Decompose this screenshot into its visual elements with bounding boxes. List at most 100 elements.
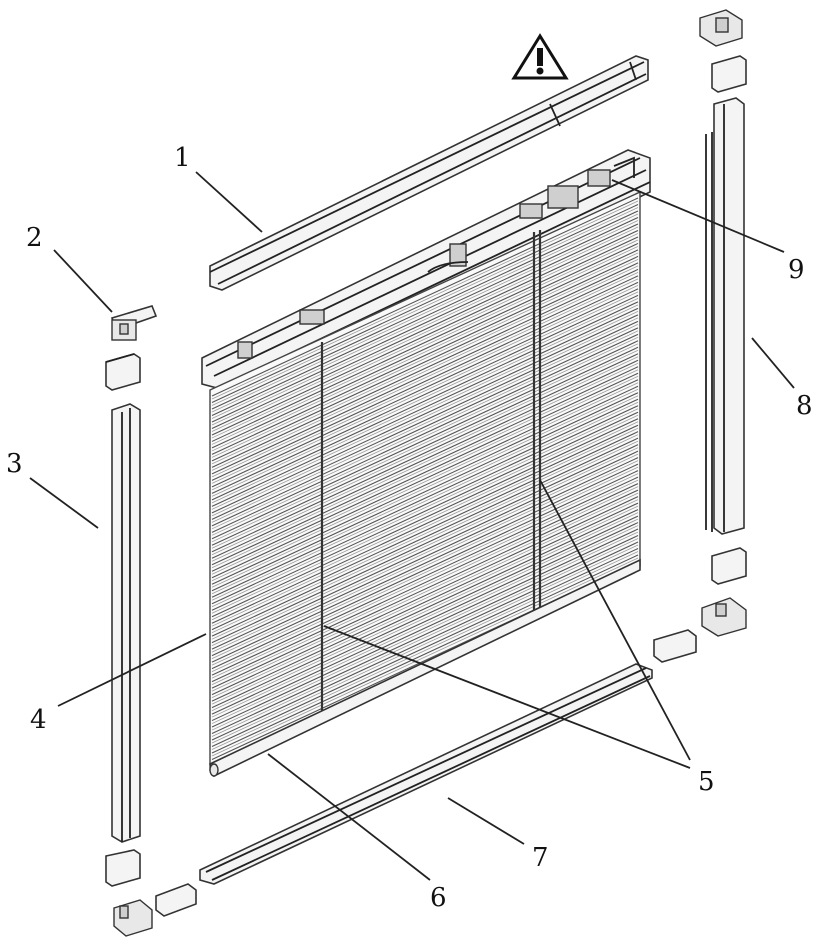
slat-line (211, 229, 639, 429)
slat-shadow (211, 408, 639, 608)
slat-line (211, 424, 639, 624)
left-top-cap (105, 353, 141, 391)
slat-shadow (211, 499, 639, 698)
label-9: 9 (788, 255, 805, 285)
slat-shadow (211, 440, 639, 640)
slat-shadow (211, 233, 639, 432)
slat-line (211, 268, 639, 468)
slat-line (211, 437, 639, 637)
slat-line (211, 333, 639, 533)
slat-shadow (211, 200, 639, 400)
slat-line (211, 541, 639, 741)
bottom-profile (199, 663, 653, 885)
slat-line (211, 203, 639, 403)
label-8: 8 (796, 391, 813, 421)
warning-triangle-icon (511, 33, 569, 80)
slat-shadow (211, 388, 639, 588)
slat-shadow (211, 551, 639, 750)
slat-shadow (211, 531, 639, 731)
slat-shadow (211, 466, 639, 666)
label-2: 2 (26, 223, 43, 253)
slat-shadow (211, 401, 639, 601)
slat-line (211, 476, 639, 676)
slat-line (211, 372, 639, 572)
left-bottom-bracket (113, 899, 153, 937)
slat-line (211, 242, 639, 442)
left-bottom-cap (105, 849, 141, 887)
slat-line (211, 450, 639, 650)
slat-line (211, 379, 639, 579)
slat-line (211, 502, 639, 702)
slat-shadow (211, 525, 639, 724)
slat-line (211, 509, 639, 709)
slat-line (211, 314, 639, 514)
slat-shadow (211, 207, 639, 406)
slat-shadow (211, 323, 639, 523)
right-top-cap (711, 55, 747, 93)
slat-shadow (211, 505, 639, 705)
slat-shadow (211, 220, 639, 419)
slat-line (211, 385, 639, 585)
left-top-bracket (110, 305, 158, 341)
slat-shadow (211, 246, 639, 445)
slat-line (211, 301, 639, 501)
label-1: 1 (174, 143, 191, 173)
slat-shadow (211, 356, 639, 556)
slat-shadow (211, 421, 639, 621)
slat-line (211, 418, 639, 618)
slat-shadow (211, 369, 639, 569)
slat-shadow (211, 447, 639, 647)
label-3: 3 (6, 449, 23, 479)
slat-shadow (211, 259, 639, 458)
bottom-rail (209, 558, 641, 778)
slat-shadow (211, 317, 639, 517)
slat-line (211, 489, 639, 689)
slat-line (211, 236, 639, 436)
slat-shadow (211, 538, 639, 737)
slat-shadow (211, 473, 639, 672)
slat-shadow (211, 265, 639, 465)
slat-shadow (211, 518, 639, 718)
slat-line (211, 528, 639, 728)
slat-line (211, 392, 639, 592)
slat-line (211, 554, 639, 754)
slat-line (211, 223, 639, 423)
slat-line (211, 398, 639, 598)
slat-line (211, 366, 639, 566)
slat-shadow (211, 226, 639, 426)
slat-shadow (211, 213, 639, 413)
slat-line (211, 522, 639, 722)
slat-shadow (211, 304, 639, 504)
slat-shadow (211, 460, 639, 660)
slat-line (211, 307, 639, 507)
slat-shadow (211, 395, 639, 595)
slat-line (211, 216, 639, 416)
slat-shadow (211, 362, 639, 562)
slat-shadow (211, 252, 639, 452)
slat-line (211, 457, 639, 657)
slat-line (211, 262, 639, 462)
slat-line (211, 353, 639, 553)
slat-shadow (211, 310, 639, 510)
slat-line (211, 281, 639, 481)
slat-shadow (211, 492, 639, 692)
right-bottom-bracket (701, 597, 747, 637)
slat-line (211, 548, 639, 748)
left-bottom-block (155, 883, 197, 917)
slat-line (211, 359, 639, 559)
right-side-rail (705, 97, 745, 535)
slat-line (211, 210, 639, 410)
slat-shadow (211, 557, 639, 757)
slat-line (211, 515, 639, 715)
slat-shadow (211, 272, 639, 471)
slat-shadow (211, 291, 639, 491)
slat-shadow (211, 414, 639, 614)
slat-line (211, 411, 639, 611)
slat-line (211, 431, 639, 631)
label-6: 6 (430, 883, 447, 913)
slat-shadow (211, 453, 639, 653)
slat-line (211, 444, 639, 644)
slat-shadow (211, 285, 639, 484)
slat-shadow (211, 343, 639, 543)
